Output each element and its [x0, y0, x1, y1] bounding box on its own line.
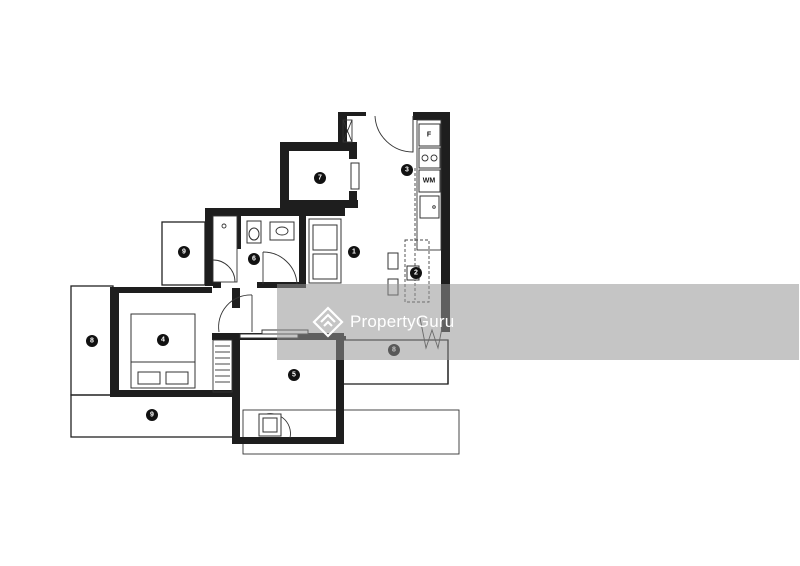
room-marker-ac-ledge-bottom: 9 — [146, 409, 158, 421]
room-marker-bathroom: 6 — [248, 253, 260, 265]
propertyguru-logo-icon — [312, 306, 344, 338]
svg-text:2: 2 — [414, 270, 418, 277]
walls — [110, 112, 450, 444]
svg-text:9: 9 — [150, 412, 154, 419]
kitchen-fixtures — [414, 119, 442, 300]
room-marker-kitchen: 3 — [401, 164, 413, 176]
svg-text:6: 6 — [252, 256, 256, 263]
room-marker-store: 7 — [314, 172, 326, 184]
svg-text:4: 4 — [161, 337, 165, 344]
svg-text:1: 1 — [352, 249, 356, 256]
room-marker-dining: 2 — [410, 267, 422, 279]
watermark: PropertyGuru — [312, 305, 454, 339]
watermark-brand-text: PropertyGuru — [350, 312, 455, 331]
svg-text:7: 7 — [318, 175, 322, 182]
svg-text:9: 9 — [182, 249, 186, 256]
room-marker-ac-ledge: 9 — [178, 246, 190, 258]
fridge-label: F — [427, 132, 432, 139]
washing-machine-label: WM — [423, 178, 436, 185]
room-marker-planter: 8 — [86, 335, 98, 347]
watermark-band — [277, 284, 799, 360]
room-marker-master-bedroom: 4 — [157, 334, 169, 346]
bathroom-fixtures — [212, 119, 353, 283]
svg-text:8: 8 — [90, 338, 94, 345]
room-marker-bedroom: 5 — [288, 369, 300, 381]
room-marker-living: 1 — [348, 246, 360, 258]
svg-text:3: 3 — [405, 167, 409, 174]
bedroom-furniture — [130, 313, 282, 437]
bottom-shadow-outline — [242, 409, 460, 455]
svg-text:5: 5 — [292, 372, 296, 379]
